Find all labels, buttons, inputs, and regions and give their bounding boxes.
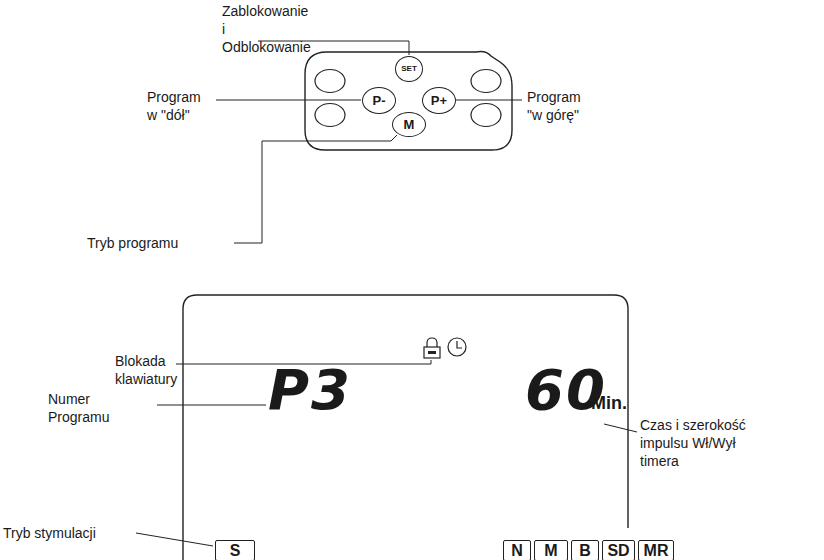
blank-button xyxy=(471,104,501,127)
callout-label: Numer Programu xyxy=(48,390,130,426)
lock-icon xyxy=(424,338,440,358)
callout-label: Blokada klawiatury xyxy=(115,352,190,388)
blank-button xyxy=(471,70,501,93)
leader-line xyxy=(234,135,397,243)
program-up-button: P+ xyxy=(422,87,456,114)
button-text: N xyxy=(511,543,523,559)
lcd-outline xyxy=(183,295,628,560)
button-text: SET xyxy=(401,65,417,73)
mode-indicator: B xyxy=(571,540,599,560)
leader-line xyxy=(604,424,637,432)
button-text: SD xyxy=(607,543,629,559)
button-text: M xyxy=(544,543,557,559)
button-text: P+ xyxy=(431,94,447,107)
callout-label: Program w "dół" xyxy=(147,88,211,124)
mode-indicator: S xyxy=(215,540,255,560)
leader-line xyxy=(216,100,361,101)
leader-line xyxy=(157,405,266,406)
program-down-button: P- xyxy=(362,87,396,114)
leader-line xyxy=(456,100,522,101)
callout-label: Tryb programu xyxy=(87,234,237,252)
callout-label: Program "w górę" xyxy=(527,88,597,124)
set-button: SET xyxy=(395,56,423,82)
time-value: 60 xyxy=(525,362,595,418)
mode-indicator: M xyxy=(534,540,568,560)
program-number: P3 xyxy=(268,362,358,418)
unit-label: Min. xyxy=(591,394,636,412)
button-text: S xyxy=(230,543,241,559)
blank-button xyxy=(315,70,345,93)
callout-label: Zablokowanie i Odblokowanie xyxy=(222,2,314,57)
callout-label: Czas i szerokość impulsu Wł/Wył timera xyxy=(640,416,762,471)
blank-button xyxy=(315,104,345,127)
clock-icon xyxy=(448,338,466,356)
button-text: MR xyxy=(644,543,669,559)
mode-indicator: N xyxy=(503,540,531,560)
button-text: B xyxy=(579,543,591,559)
button-text: M xyxy=(404,118,415,131)
callout-label: Tryb stymulacji xyxy=(3,524,133,542)
mode-indicator: MR xyxy=(638,540,674,560)
button-text: P- xyxy=(373,94,386,107)
mode-button: M xyxy=(392,112,426,137)
leader-line xyxy=(136,533,213,546)
mode-indicator: SD xyxy=(602,540,635,560)
keypad-outline xyxy=(305,52,512,151)
